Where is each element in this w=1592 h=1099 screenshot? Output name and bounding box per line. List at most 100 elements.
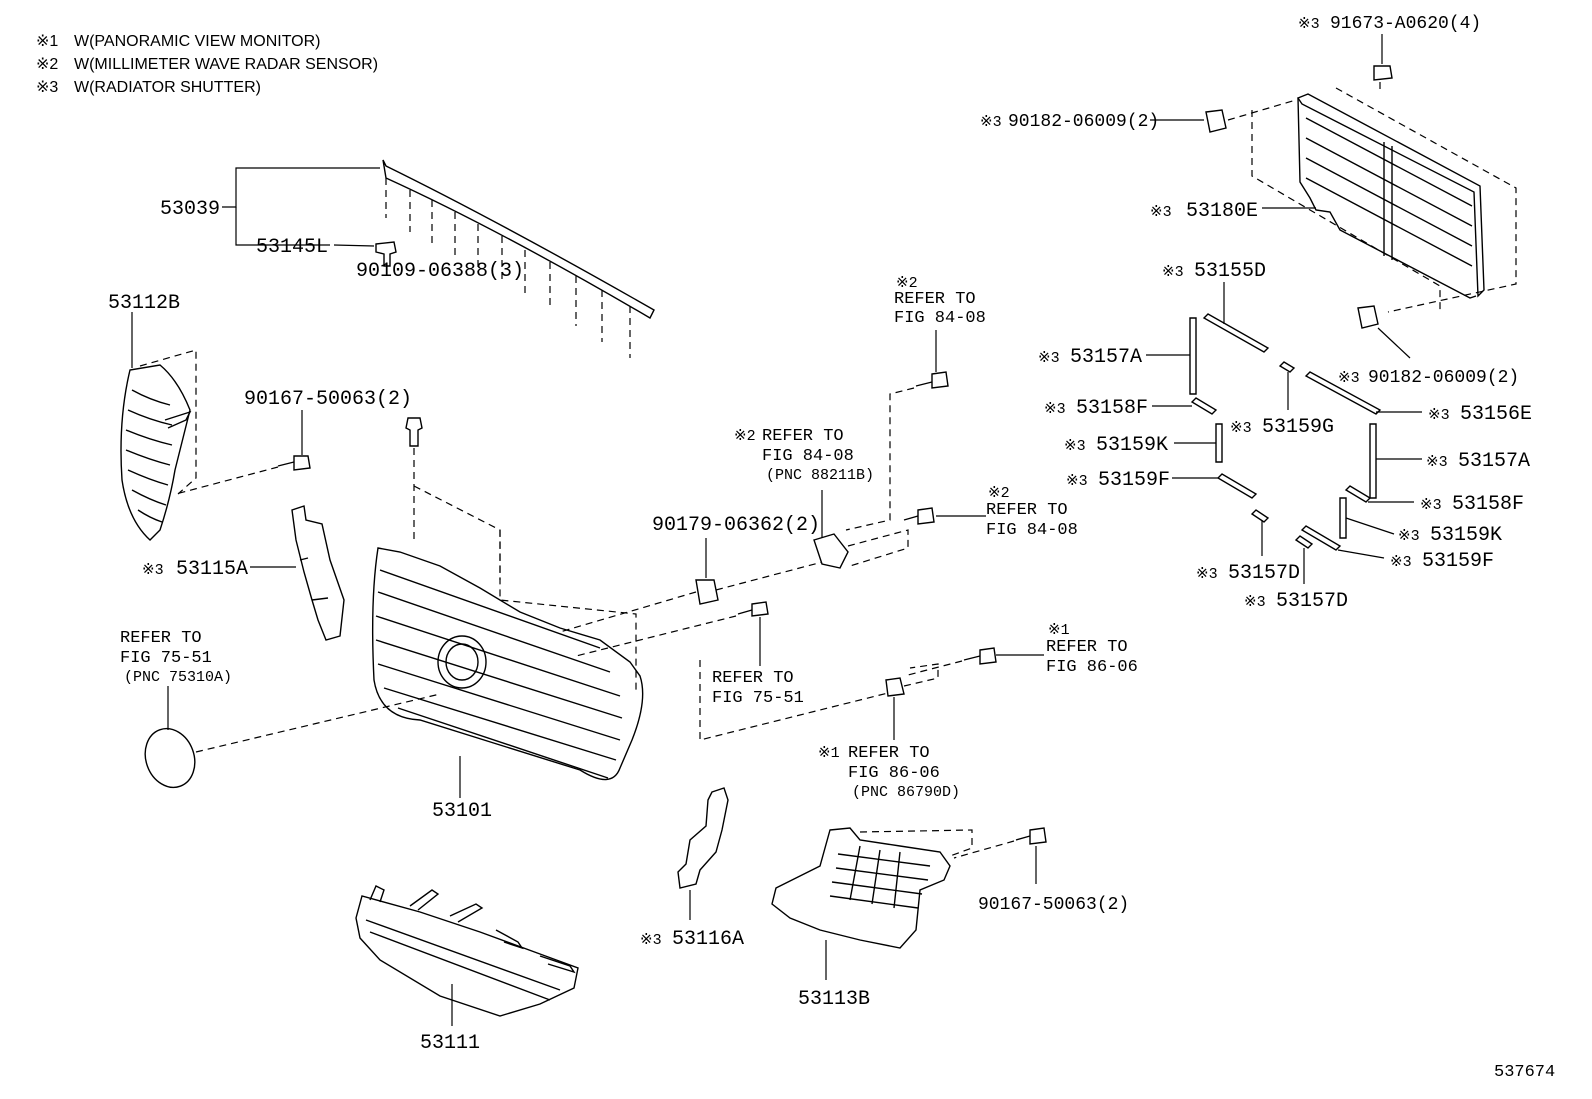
- bracket-53116A-part: [677, 787, 729, 889]
- clip-90182-top: [1150, 109, 1227, 133]
- main-grille-part: [371, 485, 644, 781]
- mark-53158F-left: ※3: [1044, 401, 1066, 418]
- label-53159F-left: 53159F: [1098, 469, 1170, 492]
- note-2-mark: ※2: [36, 56, 58, 73]
- label-90167-left: 90167-50063(2): [244, 388, 412, 411]
- mark-53159K-right: ※3: [1398, 528, 1420, 545]
- label-53112B: 53112B: [108, 292, 180, 315]
- radar-sensor-part: [813, 490, 909, 569]
- mark-radar-a: ※2: [734, 428, 756, 445]
- label-90182-top: 90182-06009(2): [1008, 112, 1159, 132]
- refer-86-06-b-line1: REFER TO: [848, 744, 930, 763]
- screw-90167-right: [953, 827, 1047, 884]
- label-90179: 90179-06362(2): [652, 514, 820, 537]
- mark-53157A-right: ※3: [1426, 454, 1448, 471]
- refer-86-06-b-line2: FIG 86-06: [848, 764, 940, 783]
- mark-53159G: ※3: [1230, 420, 1252, 437]
- refer-86-06-b-line3: (PNC 86790D): [852, 784, 960, 801]
- mark-53116A: ※3: [640, 932, 662, 949]
- label-53115A: 53115A: [176, 558, 248, 581]
- mark-53157D-b: ※3: [1244, 594, 1266, 611]
- label-53157D-b: 53157D: [1276, 590, 1348, 613]
- label-53159G: 53159G: [1262, 416, 1334, 439]
- refer-75-51-b-line1: REFER TO: [712, 669, 794, 688]
- note-1-text: W(PANORAMIC VIEW MONITOR): [74, 33, 321, 50]
- bolt-refer-75-51: [575, 601, 901, 741]
- mark-53157D-a: ※3: [1196, 566, 1218, 583]
- refer-84-08-c-line2: FIG 84-08: [986, 521, 1078, 540]
- mark-53155D: ※3: [1162, 264, 1184, 281]
- mark-53156E: ※3: [1428, 407, 1450, 424]
- mark-53159K-left: ※3: [1064, 438, 1086, 455]
- label-53159F-right: 53159F: [1422, 550, 1494, 573]
- emblem-cover-part: [144, 686, 441, 789]
- refer-84-08-a-line2: FIG 84-08: [894, 309, 986, 328]
- label-53039: 53039: [160, 198, 220, 221]
- leader-53039: [222, 167, 380, 247]
- mark-radar-b: ※2: [896, 275, 918, 292]
- bracket-53115A-part: [291, 505, 345, 641]
- radiator-shutter-part: [1227, 82, 1517, 313]
- bolt-refer-86-06: [903, 647, 1044, 677]
- figure-number: 537674: [1494, 1063, 1555, 1082]
- label-53113B: 53113B: [798, 988, 870, 1011]
- mark-camera-a: ※1: [818, 745, 840, 762]
- label-53116A: 53116A: [672, 928, 744, 951]
- label-53157A-right: 53157A: [1458, 450, 1530, 473]
- label-53111: 53111: [420, 1032, 480, 1055]
- mark-53159F-right: ※3: [1390, 554, 1412, 571]
- refer-84-08-b-line3: (PNC 88211B): [766, 467, 874, 484]
- refer-84-08-c-line1: REFER TO: [986, 501, 1068, 520]
- bolt-refer-84-08-top: [845, 330, 949, 531]
- bolt-90109: [405, 417, 423, 540]
- note-3-mark: ※3: [36, 79, 58, 96]
- legend-notes: ※1 W(PANORAMIC VIEW MONITOR) ※2 W(MILLIM…: [36, 33, 378, 96]
- left-side-grille-part: [120, 349, 197, 541]
- refer-86-06-a-line1: REFER TO: [1046, 638, 1128, 657]
- upper-molding-part: [375, 159, 655, 358]
- label-53101: 53101: [432, 800, 492, 823]
- refer-75-51-a-line2: FIG 75-51: [120, 649, 212, 668]
- screw-90167-left: [175, 455, 311, 495]
- refer-84-08-b-line1: REFER TO: [762, 427, 844, 446]
- bolt-refer-84-08-right: [903, 507, 986, 525]
- label-90182-bottom: 90182-06009(2): [1368, 368, 1519, 388]
- label-90167-right: 90167-50063(2): [978, 895, 1129, 915]
- lower-duct-part: [771, 827, 973, 949]
- label-53155D: 53155D: [1194, 260, 1266, 283]
- label-53158F-left: 53158F: [1076, 397, 1148, 420]
- lower-grille-part: [355, 885, 579, 1017]
- mark-90182-bottom: ※3: [1338, 370, 1360, 387]
- mark-53158F-right: ※3: [1420, 497, 1442, 514]
- mark-53180E: ※3: [1150, 204, 1172, 221]
- mark-radar-c: ※2: [988, 485, 1010, 502]
- label-91673: 91673-A0620(4): [1330, 14, 1481, 34]
- refer-75-51-a-line1: REFER TO: [120, 629, 202, 648]
- label-53145L: 53145L: [256, 236, 328, 259]
- mark-53115A: ※3: [142, 562, 164, 579]
- mark-53157A-left: ※3: [1038, 350, 1060, 367]
- label-53157A-left: 53157A: [1070, 346, 1142, 369]
- label-90109: 90109-06388(3): [356, 260, 524, 283]
- nut-90179: [559, 538, 831, 633]
- note-3-text: W(RADIATOR SHUTTER): [74, 79, 261, 96]
- refer-84-08-a-line1: REFER TO: [894, 290, 976, 309]
- mark-90182-top: ※3: [980, 114, 1002, 131]
- label-53180E: 53180E: [1186, 200, 1258, 223]
- seal-strips: [1146, 282, 1422, 584]
- camera-part: [885, 663, 939, 740]
- label-53159K-left: 53159K: [1096, 434, 1168, 457]
- bolt-91673: [1373, 34, 1393, 81]
- mark-91673: ※3: [1298, 16, 1320, 33]
- label-53158F-right: 53158F: [1452, 493, 1524, 516]
- mark-53159F-left: ※3: [1066, 473, 1088, 490]
- refer-84-08-b-line2: FIG 84-08: [762, 447, 854, 466]
- note-2-text: W(MILLIMETER WAVE RADAR SENSOR): [74, 56, 378, 73]
- note-1-mark: ※1: [36, 33, 58, 50]
- label-53157D-a: 53157D: [1228, 562, 1300, 585]
- refer-75-51-b-line2: FIG 75-51: [712, 689, 804, 708]
- mark-camera-b: ※1: [1048, 622, 1070, 639]
- refer-86-06-a-line2: FIG 86-06: [1046, 658, 1138, 677]
- refer-75-51-a-line3: (PNC 75310A): [124, 669, 232, 686]
